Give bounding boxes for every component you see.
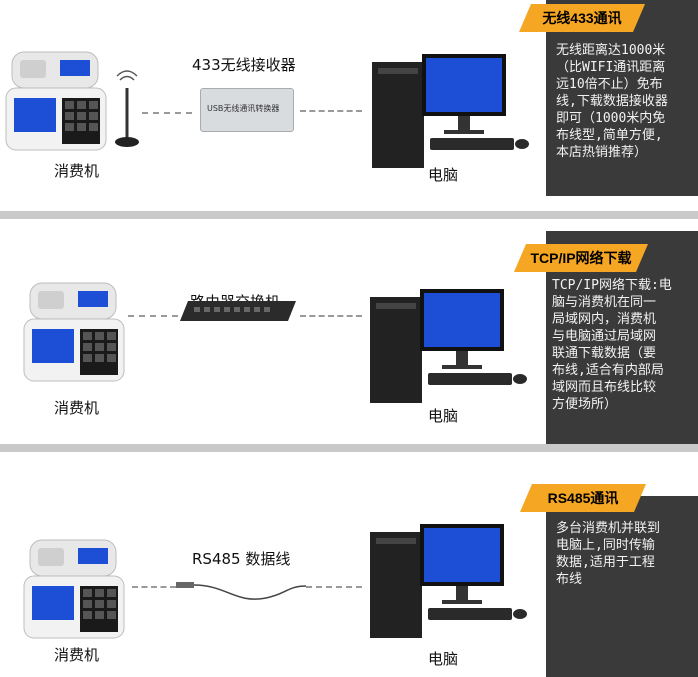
tag-tcpip: TCP/IP网络下载 — [514, 244, 648, 272]
middle-label: RS485 数据线 — [192, 550, 291, 568]
connector-line — [128, 315, 178, 317]
section-rs485: RS485通讯 多台消费机并联到 电脑上,同时传输 数据,适用于工程 布线 消费… — [0, 452, 698, 677]
antenna-icon — [115, 70, 139, 147]
pos-terminal-icon — [5, 51, 107, 151]
connector-line — [306, 586, 362, 588]
middle-label: 433无线接收器 — [192, 56, 296, 74]
device-label: 消费机 — [54, 399, 100, 417]
section-tcpip: TCP/IP网络下载 TCP/IP网络下载:电 脑与消费机在同一 局域网内，消费… — [0, 219, 698, 444]
pc-label: 电脑 — [428, 166, 459, 184]
sidebar-rs485 — [546, 496, 698, 677]
pc-label: 电脑 — [428, 407, 459, 425]
desktop-computer-icon — [372, 54, 529, 168]
sidebar-wireless — [546, 0, 698, 196]
tag-wireless: 无线433通讯 — [519, 4, 645, 32]
description-tcpip: TCP/IP网络下载:电 脑与消费机在同一 局域网内，消费机 与电脑通过局域网 … — [552, 278, 672, 412]
network-switch-icon — [180, 301, 296, 321]
connector-line — [300, 315, 362, 317]
data-cable-icon — [176, 582, 307, 600]
pos-terminal-icon — [23, 539, 125, 639]
description-wireless: 无线距离达1000米 （比WIFI通讯距离 远10倍不止）免布 线,下载数据接收… — [556, 43, 668, 160]
pc-label: 电脑 — [428, 650, 459, 668]
pos-terminal-icon — [23, 282, 125, 382]
section-divider — [0, 444, 698, 452]
desktop-computer-icon — [370, 289, 527, 403]
tag-rs485: RS485通讯 — [520, 484, 646, 512]
device-label: 消费机 — [54, 162, 100, 180]
device-label: 消费机 — [54, 646, 100, 664]
connector-line — [300, 110, 362, 112]
receiver-text: USB无线通讯转换器 — [207, 104, 280, 113]
connector-line — [142, 112, 192, 114]
description-rs485: 多台消费机并联到 电脑上,同时传输 数据,适用于工程 布线 — [556, 521, 661, 587]
section-wireless: 无线433通讯 无线距离达1000米 （比WIFI通讯距离 远10倍不止）免布 … — [0, 0, 698, 211]
desktop-computer-icon — [370, 524, 527, 638]
connector-line — [132, 586, 176, 588]
usb-receiver-icon: USB无线通讯转换器 — [200, 88, 294, 132]
section-divider — [0, 211, 698, 219]
